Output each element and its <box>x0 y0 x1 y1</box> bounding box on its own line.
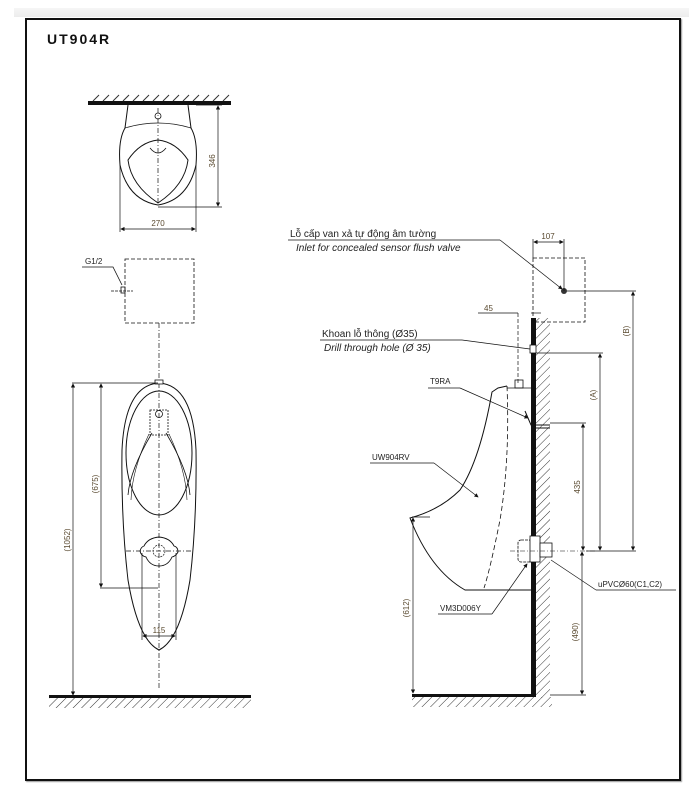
front-view-floor-hatch <box>49 698 251 708</box>
drill-label-en: Drill through hole (Ø 35) <box>324 343 431 354</box>
drawing-sheet: UT904R <box>25 18 681 781</box>
dimension-675-label: (675) <box>91 474 100 493</box>
urinal-code-label: UW904RV <box>372 453 410 462</box>
dimension-270-label: 270 <box>151 219 165 228</box>
side-view-wall <box>531 318 536 696</box>
side-view-floor-hatch <box>412 697 552 707</box>
drill-label-vi: Khoan lỗ thông (Ø35) <box>322 327 418 340</box>
drain-pipe <box>539 542 553 558</box>
dimension-115-label: 115 <box>153 626 166 635</box>
viewer-toolbar-strip <box>14 8 289 17</box>
pipe-label: uPVCØ60(C1,C2) <box>598 580 662 589</box>
urinal-side-outline <box>409 385 534 591</box>
front-view: G1/2 115 (675) (1052) <box>49 257 251 708</box>
inlet-label-en: Inlet for concealed sensor flush valve <box>296 243 461 254</box>
side-view-floor <box>412 694 536 697</box>
inlet-label-vi: Lỗ cấp van xả tự động âm tường <box>290 227 436 240</box>
dimension-45-label: 45 <box>484 304 493 313</box>
top-view-body <box>119 104 197 206</box>
urinal-front-basin <box>125 390 193 516</box>
dimension-346-label: 346 <box>208 154 217 168</box>
dimension-435-label: 435 <box>573 480 582 494</box>
top-view: 346 270 <box>88 94 231 232</box>
urinal-side-inner <box>483 385 509 589</box>
front-view-floor <box>49 695 251 698</box>
top-view-wall-hatch <box>92 94 230 102</box>
inlet-thread-label: G1/2 <box>85 257 103 266</box>
side-view: 107 Lỗ cấp van xả tự động âm tường Inlet… <box>288 227 676 707</box>
dimension-490-label: (490) <box>571 622 580 641</box>
dimension-1052-label: (1052) <box>63 528 72 551</box>
valve-code-label: T9RA <box>430 377 451 386</box>
urinal-front-outline <box>121 382 197 651</box>
flush-valve-box <box>124 258 195 324</box>
viewer-toolbar-strip-right <box>289 8 689 17</box>
side-view-wall-hatch <box>536 318 550 698</box>
spray-head <box>149 409 169 436</box>
model-title: UT904R <box>47 31 112 47</box>
drill-hole <box>529 344 537 354</box>
outlet-flange <box>139 536 179 567</box>
trap-code-label: VM3D006Y <box>440 604 482 613</box>
top-view-wall <box>88 101 231 105</box>
concealed-valve-box <box>532 257 586 323</box>
dimension-612-label: (612) <box>402 598 411 617</box>
dimension-a-label: (A) <box>589 389 598 400</box>
dimension-107-label: 107 <box>541 232 555 241</box>
dimension-b-label: (B) <box>622 325 631 336</box>
top-view-basin <box>127 139 189 204</box>
